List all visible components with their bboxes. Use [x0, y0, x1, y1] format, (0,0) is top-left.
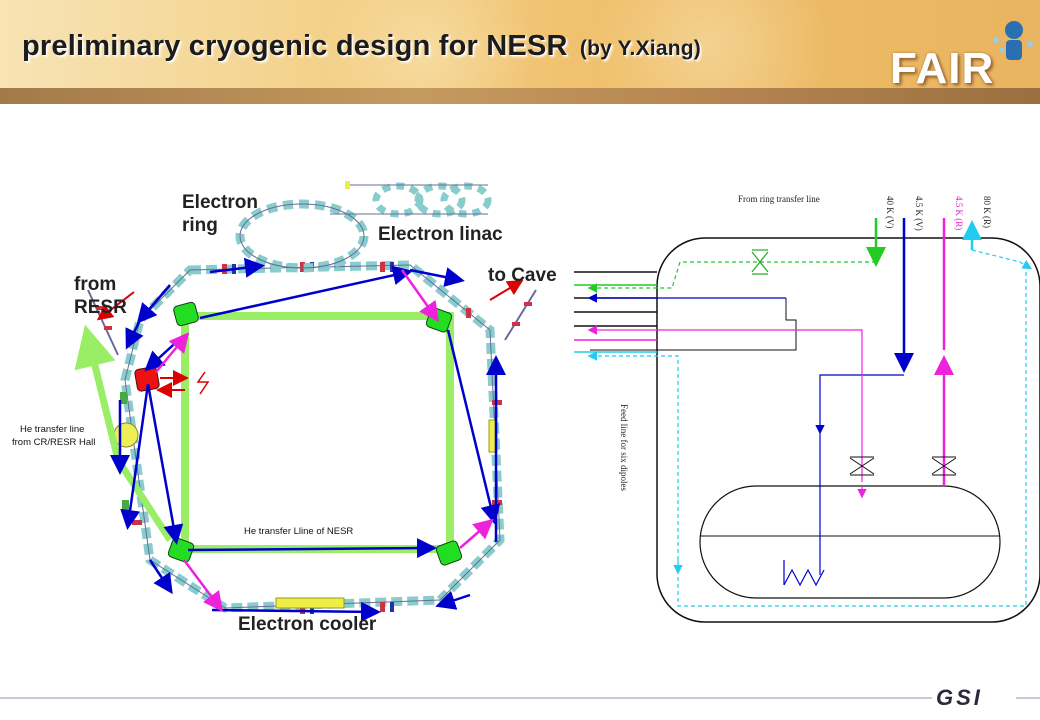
title-text: preliminary cryogenic design for NESR [22, 30, 568, 62]
banner-decoration [560, 0, 860, 104]
he-storage-vessel [113, 422, 139, 448]
line-40k-dashed [587, 261, 876, 293]
ring-element [120, 392, 127, 404]
electron-cooler-device [275, 597, 345, 609]
header-banner [0, 0, 1040, 104]
label-he-line-nesr: He transfer Lline of NESR [244, 526, 353, 537]
label-from-resr-2: RESR [74, 297, 127, 318]
gsi-logo: GSI [932, 686, 1016, 710]
blue-supply-lines [110, 257, 506, 622]
he-transfer-line-nesr [181, 312, 454, 553]
magenta-return-lines [155, 269, 494, 612]
label-80k-r: 80 K (R) [982, 196, 992, 228]
helium-tank [699, 485, 1001, 599]
label-40k-v: 40 K (V) [885, 196, 895, 229]
label-45k-r: 4.5 K (R) [954, 196, 964, 230]
title-subtitle: (by Y.Xiang) [579, 37, 701, 60]
page-title: preliminary cryogenic design for NESR (b… [22, 30, 701, 63]
valve-45k-r-left [849, 456, 875, 476]
label-to-cave: to Cave [488, 265, 557, 286]
to-cave-line [504, 289, 537, 341]
feed-lines [574, 271, 657, 327]
nesr-ring: Electron ring Electron linac from RESR t… [12, 181, 557, 635]
line-45k-v-branch [815, 374, 904, 435]
label-he-line-hall-2: from CR/RESR Hall [12, 437, 95, 448]
banner-decoration [300, 0, 560, 104]
label-from-ring: From ring transfer line [738, 194, 820, 204]
line-magenta-feed [587, 325, 863, 482]
label-from-resr-1: from [74, 274, 116, 295]
label-electron-ring-1: Electron [182, 192, 258, 213]
label-45k-v: 4.5 K (V) [914, 196, 924, 231]
fair-logo: FAIR [890, 44, 995, 93]
cryo-schematic: From ring transfer line Feed line for si… [574, 194, 1040, 623]
label-electron-ring-2: ring [182, 215, 218, 236]
red-lines [96, 279, 524, 398]
line-black-loop [590, 298, 797, 351]
cryo-box-nw [173, 301, 199, 327]
label-electron-linac: Electron linac [378, 224, 503, 245]
heat-exchanger-coil [783, 568, 825, 587]
label-electron-cooler: Electron cooler [238, 614, 377, 635]
label-feed-line: Feed line for six dipoles [619, 404, 629, 491]
footer-rule [0, 697, 1040, 699]
cryo-box-se [435, 540, 463, 566]
fair-mascot-icon [993, 21, 1033, 60]
banner-stripe [0, 88, 1040, 104]
valve-40k [751, 249, 769, 275]
valve-45k-r-right [931, 456, 957, 476]
ring-element [122, 500, 129, 514]
label-he-line-hall-1: He transfer line [20, 424, 84, 435]
line-80k-shield [587, 272, 1027, 607]
electron-linac [372, 182, 492, 218]
cryostat-outer-vessel [656, 237, 1040, 623]
